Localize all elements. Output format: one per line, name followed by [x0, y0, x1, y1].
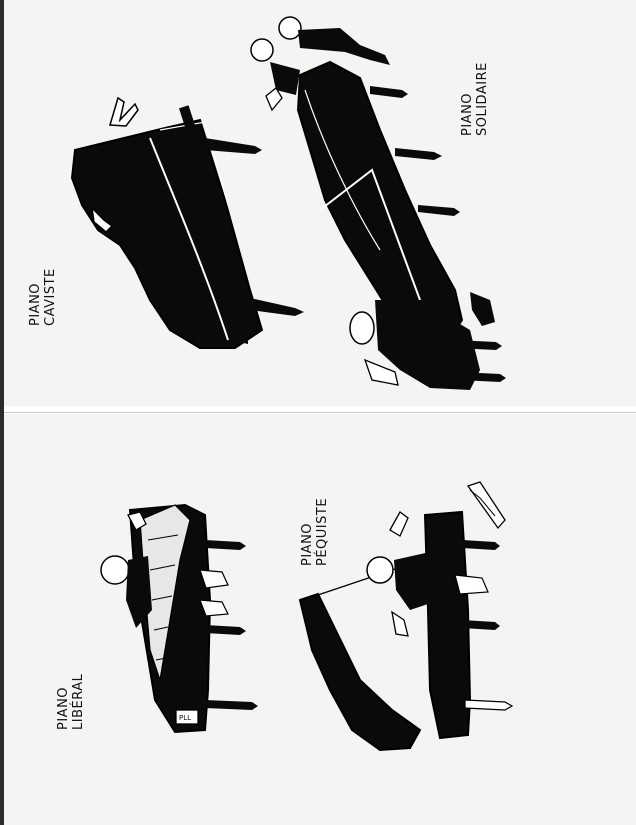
fold-line — [0, 412, 636, 413]
liberal-hand — [127, 511, 147, 531]
liberal-body — [126, 556, 152, 628]
liberal-leg-3 — [205, 700, 258, 710]
liberal-bag-label: PLL — [179, 714, 192, 722]
caption-caviste-line2: CAVISTE — [43, 268, 58, 326]
solidaire-head-2 — [250, 38, 274, 62]
solidaire-head-3 — [349, 311, 375, 345]
caption-solidaire-line2: SOLIDAIRE — [475, 62, 490, 136]
scan-edge — [0, 0, 4, 825]
solidaire-leg-2 — [395, 148, 442, 160]
caption-solidaire-line1: PIANO — [460, 92, 475, 136]
caption-pequiste-line2: PÉQUISTE — [315, 497, 330, 566]
caption-liberal-line2: LIBÉRAL — [71, 673, 86, 730]
caption-piano-solidaire: PIANO SOLIDAIRE — [460, 62, 490, 136]
solidaire-divider — [319, 168, 421, 301]
solidaire-shoe — [363, 358, 399, 386]
page-fold — [0, 406, 636, 414]
pequiste-saw-teeth — [469, 489, 496, 517]
pequiste-leg-2 — [462, 620, 500, 630]
pequiste-hands-keys — [454, 574, 489, 595]
liberal-hands-keys — [199, 569, 229, 617]
solidaire-body-3 — [375, 300, 480, 390]
caviste-piano-lid-edge — [159, 121, 229, 206]
caviste-leg-2 — [250, 298, 304, 316]
solidaire-body-2 — [270, 62, 300, 95]
liberal-leg-2 — [205, 625, 246, 635]
caption-piano-liberal: PIANO LIBÉRAL — [56, 674, 86, 730]
liberal-bag — [175, 709, 199, 725]
caption-liberal-line1: PIANO — [56, 686, 71, 730]
solidaire-leg-3 — [418, 205, 460, 216]
caviste-leg-1 — [205, 138, 262, 154]
liberal-paper-lines — [147, 534, 179, 661]
caption-piano-pequiste: PIANO PÉQUISTE — [300, 498, 330, 566]
solidaire-leg-1 — [370, 86, 408, 98]
solidaire-hand — [265, 87, 283, 112]
caviste-hand-lower — [90, 205, 114, 234]
caption-pequiste-line1: PIANO — [300, 522, 315, 566]
solidaire-foot — [470, 292, 495, 326]
piano-solidaire-illustration — [250, 16, 506, 390]
solidaire-body-1 — [298, 28, 390, 65]
liberal-head — [100, 555, 130, 585]
pequiste-leg-3 — [464, 699, 514, 711]
caviste-piano-rail — [178, 105, 200, 141]
caviste-leg-3 — [230, 332, 248, 344]
pequiste-hand-up — [389, 511, 409, 537]
piano-liberal-illustration — [100, 503, 258, 734]
caption-piano-caviste: PIANO CAVISTE — [28, 268, 58, 326]
pequiste-saw — [466, 481, 506, 530]
pequiste-lid — [298, 592, 422, 752]
pequiste-leg-1 — [462, 540, 500, 550]
pequiste-head — [366, 556, 394, 584]
solidaire-head-1 — [278, 16, 302, 40]
pequiste-hand-down — [391, 610, 409, 637]
caption-caviste-line1: PIANO — [28, 282, 43, 326]
pequiste-body — [394, 552, 440, 610]
caviste-piano-body — [70, 118, 264, 349]
caviste-piano-curve — [149, 137, 229, 341]
caviste-hand-raised — [109, 96, 139, 127]
liberal-leg-1 — [205, 540, 246, 550]
piano-caviste-illustration — [70, 96, 304, 349]
piano-pequiste-illustration — [298, 481, 514, 752]
solidaire-curve — [304, 89, 381, 251]
